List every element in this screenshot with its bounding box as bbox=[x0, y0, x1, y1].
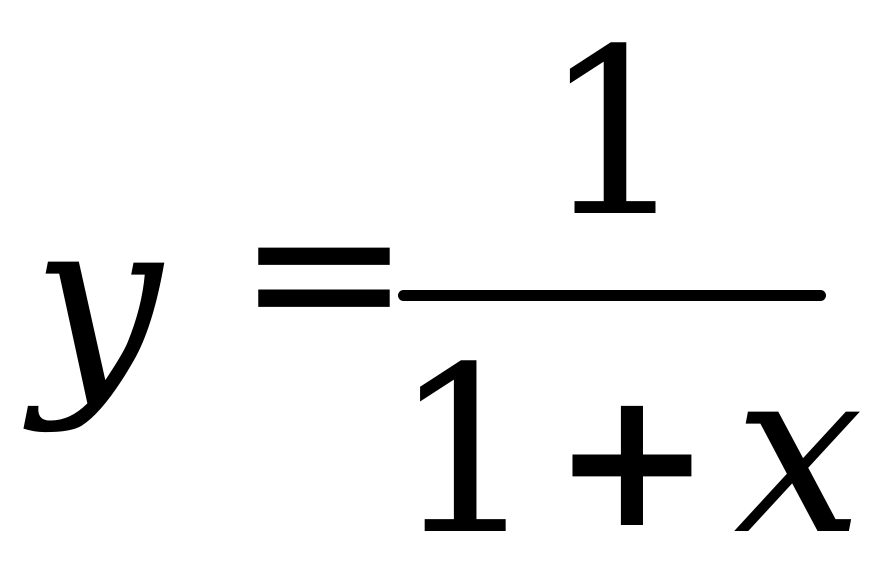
denominator: 1+x bbox=[392, 338, 863, 568]
denominator-variable: x bbox=[733, 319, 864, 586]
denominator-constant: 1 bbox=[392, 319, 539, 586]
equation: y = 1 1+x bbox=[32, 1, 863, 568]
plus-sign: + bbox=[552, 349, 712, 570]
fraction-bar bbox=[398, 290, 826, 301]
numerator: 1 bbox=[541, 1, 689, 268]
lhs-variable: y bbox=[32, 169, 162, 436]
equals-sign: = bbox=[236, 148, 412, 393]
